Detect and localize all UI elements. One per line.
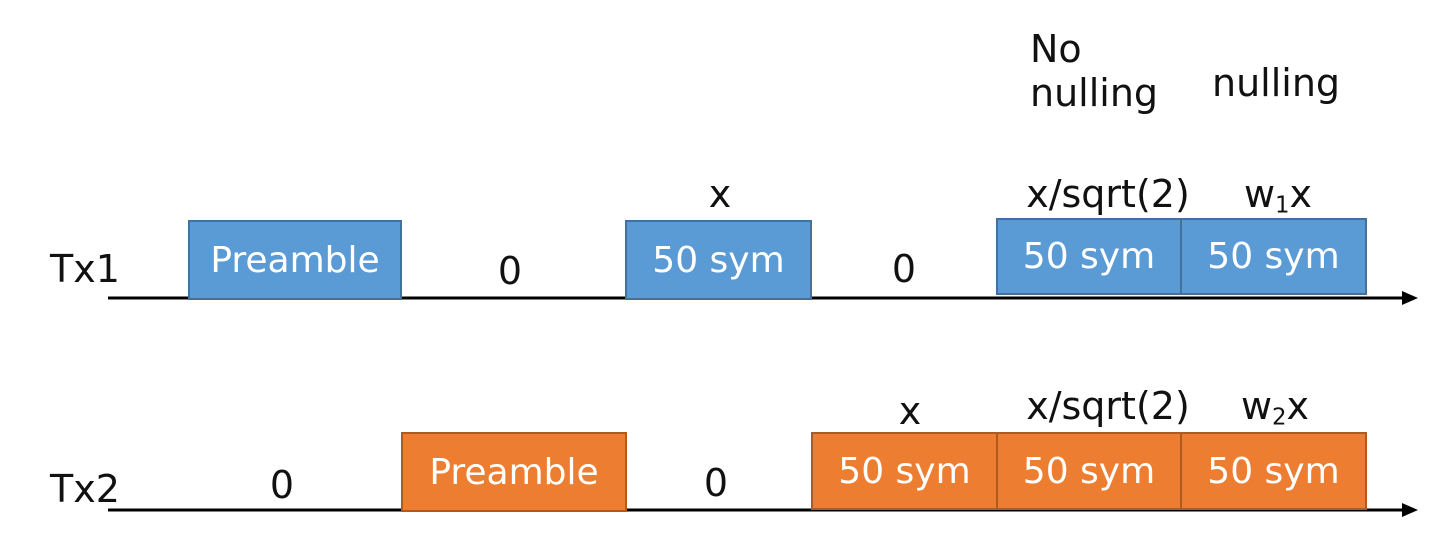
tx2-zero-1: 0 (269, 463, 295, 507)
tx2-axis-arrowhead (1402, 503, 1418, 517)
tx2-50sym-text-2: 50 sym (1022, 450, 1156, 492)
tx1-w1x-label: w1x (1243, 172, 1313, 219)
tx1-axis-arrowhead (1402, 291, 1418, 305)
tx2-label: Tx2 (50, 467, 120, 511)
tx1-x-sqrt2-label: x/sqrt(2) (1026, 172, 1190, 216)
tx1-50sym-block-1: 50 sym (625, 220, 812, 300)
tx1-50sym-text-2: 50 sym (1022, 236, 1156, 277)
tx2-50sym-block-2: 50 sym (996, 432, 1182, 510)
tx2-zero-2: 0 (703, 461, 729, 505)
tx1-zero-2: 0 (891, 247, 917, 291)
tx2-50sym-block-1: 50 sym (811, 432, 998, 510)
tx2-50sym-text-3: 50 sym (1207, 450, 1340, 492)
tx1-50sym-text-1: 50 sym (652, 239, 785, 281)
tx1-x-label: x (708, 172, 732, 216)
tx1-zero-1: 0 (497, 249, 523, 293)
tx1-preamble-text: Preamble (210, 239, 380, 281)
tx2-x-label: x (898, 389, 922, 433)
tx2-w2x-label: w2x (1240, 384, 1310, 431)
no-nulling-label: No nulling (1030, 27, 1159, 115)
tx2-preamble-block: Preamble (401, 432, 627, 512)
nulling-label: nulling (1212, 61, 1341, 105)
tx1-50sym-block-3: 50 sym (1180, 218, 1367, 295)
tx2-50sym-text-1: 50 sym (838, 450, 971, 492)
tx1-preamble-block: Preamble (188, 220, 402, 300)
tx2-preamble-text: Preamble (429, 451, 599, 493)
tx1-50sym-block-2: 50 sym (996, 218, 1182, 295)
tx2-x-sqrt2-label: x/sqrt(2) (1026, 384, 1190, 428)
tx2-50sym-block-3: 50 sym (1180, 432, 1367, 510)
tx1-label: Tx1 (50, 247, 120, 291)
tx1-50sym-text-3: 50 sym (1207, 236, 1340, 277)
